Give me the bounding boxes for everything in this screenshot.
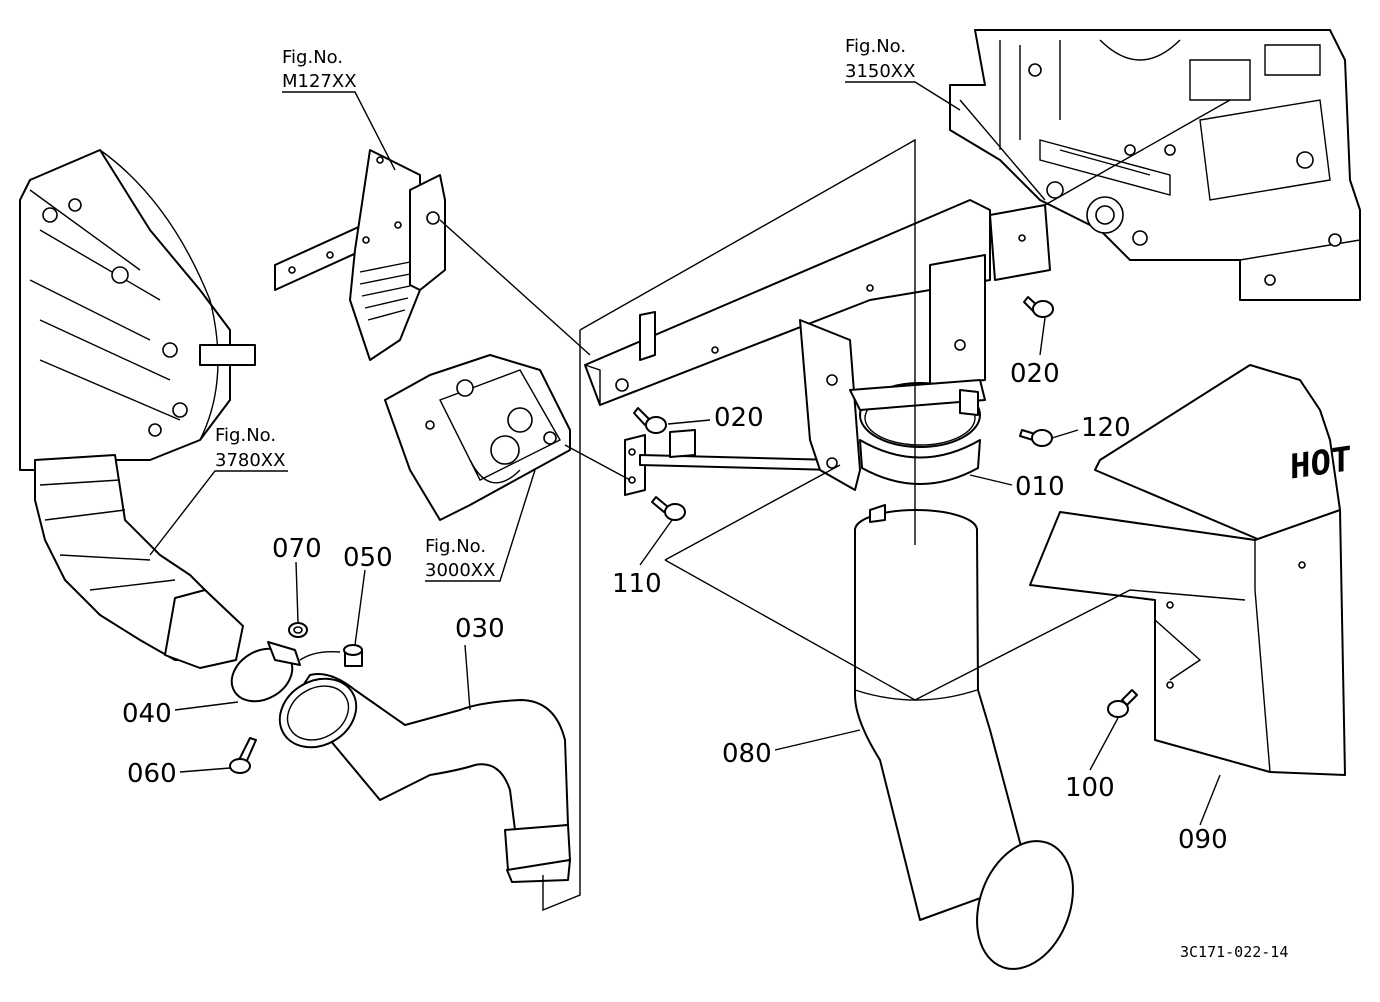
gear-case <box>384 354 571 521</box>
callout-050-label: 050 <box>343 543 393 573</box>
callout-090[interactable]: 090 <box>1178 774 1228 855</box>
callout-100-label: 100 <box>1065 773 1115 803</box>
drawing-code: 3C171-022-14 <box>1180 943 1288 961</box>
callout-010-label: 010 <box>1015 472 1065 502</box>
fig-ref-m127-line1: Fig.No. <box>282 47 343 68</box>
callout-040-label: 040 <box>122 699 172 729</box>
fig-ref-3150[interactable]: Fig.No. 3150XX <box>845 36 961 111</box>
callout-120[interactable]: 120 <box>1051 413 1131 443</box>
dpf-assembly <box>19 149 256 669</box>
bolt-020-a <box>633 407 667 434</box>
support-frame <box>584 199 1051 406</box>
bolt-020-b <box>1023 296 1054 318</box>
exhaust-pipe-030 <box>278 673 571 883</box>
heat-cover-090 <box>1029 364 1346 776</box>
callout-010[interactable]: 010 <box>969 472 1065 502</box>
fig-ref-3000-line2: 3000XX <box>425 560 495 581</box>
callout-020-a-label: 020 <box>714 403 764 433</box>
clamp-040 <box>230 641 301 703</box>
fig-ref-m127-line2: M127XX <box>282 71 357 92</box>
assembly-lines <box>299 99 1231 912</box>
callout-050[interactable]: 050 <box>343 543 393 646</box>
bolt-100 <box>1107 689 1138 718</box>
spacer-050 <box>343 644 363 667</box>
callout-020-a[interactable]: 020 <box>667 403 764 433</box>
fig-ref-3780-line1: Fig.No. <box>215 425 276 446</box>
fig-ref-3150-line1: Fig.No. <box>845 36 906 57</box>
mounting-plate <box>274 149 446 361</box>
callout-110[interactable]: 110 <box>612 519 673 599</box>
callout-030[interactable]: 030 <box>455 614 505 711</box>
callout-060[interactable]: 060 <box>127 759 231 789</box>
fig-ref-3000-line1: Fig.No. <box>425 536 486 557</box>
callout-070[interactable]: 070 <box>272 534 322 623</box>
fig-ref-3150-line2: 3150XX <box>845 61 915 82</box>
callout-070-label: 070 <box>272 534 322 564</box>
nut-070 <box>288 622 308 638</box>
clamp-band-bracket-010 <box>799 319 986 491</box>
callout-040[interactable]: 040 <box>122 699 239 729</box>
callout-080-label: 080 <box>722 739 772 769</box>
fig-ref-3780[interactable]: Fig.No. 3780XX <box>149 425 288 556</box>
callout-060-label: 060 <box>127 759 177 789</box>
bolt-060 <box>229 737 257 774</box>
callout-020-b-label: 020 <box>1010 359 1060 389</box>
callout-020-b[interactable]: 020 <box>1010 317 1060 389</box>
bolt-120 <box>1019 429 1053 447</box>
cover-hot-text: HOT <box>1290 439 1351 487</box>
callout-030-label: 030 <box>455 614 505 644</box>
bolt-110 <box>651 496 686 521</box>
callout-120-label: 120 <box>1081 413 1131 443</box>
engine-block <box>949 29 1361 301</box>
tail-pipe-080 <box>854 504 1074 970</box>
callout-110-label: 110 <box>612 569 662 599</box>
callout-100[interactable]: 100 <box>1065 717 1119 803</box>
fig-ref-m127[interactable]: Fig.No. M127XX <box>282 47 396 171</box>
fig-ref-3000[interactable]: Fig.No. 3000XX <box>425 469 536 582</box>
callout-080[interactable]: 080 <box>722 729 861 769</box>
fig-ref-3780-line2: 3780XX <box>215 450 285 471</box>
callout-090-label: 090 <box>1178 825 1228 855</box>
